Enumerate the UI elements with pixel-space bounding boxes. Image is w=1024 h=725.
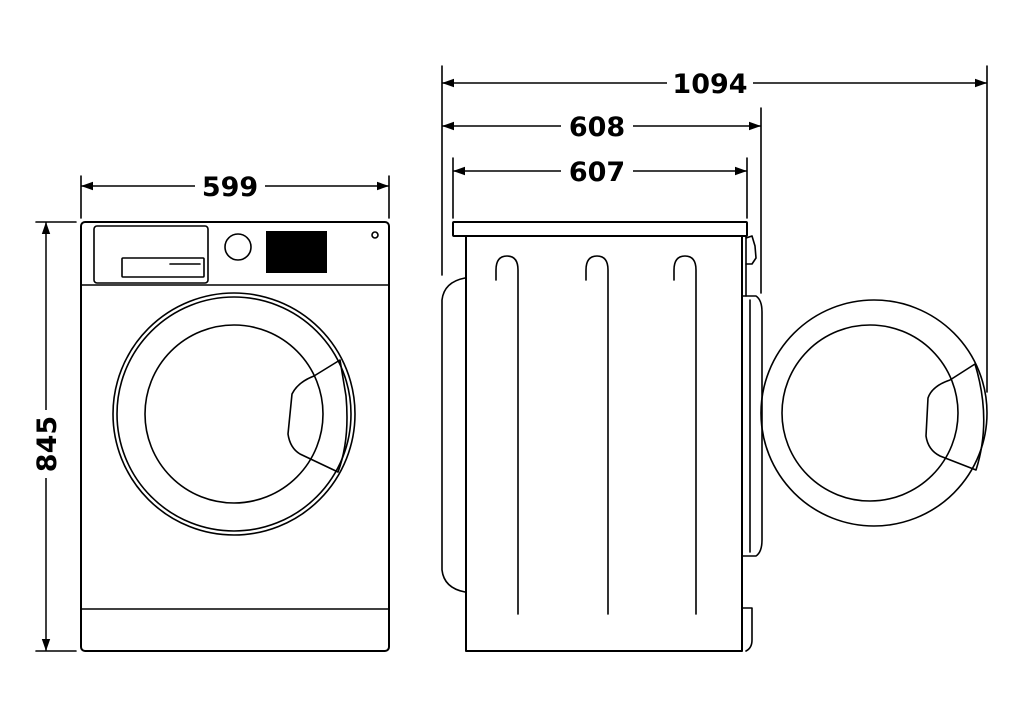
open-door-glass [781,324,959,502]
open-door-view [760,299,988,527]
dim-label-height: 845 [32,416,63,472]
program-knob [224,233,252,261]
knob-profile [745,235,757,265]
open-door-outer [760,299,988,527]
detergent-drawer-handle [121,257,205,278]
front-cabinet [80,221,390,652]
rear-cover [441,277,466,593]
door-bezel [116,296,352,532]
detergent-drawer [93,225,209,284]
door-outer-ring [112,292,356,536]
dimension-labels: 599 845 1094 608 607 [32,69,748,472]
dim-label-depth-door-open: 1094 [672,69,747,100]
power-button [371,231,379,239]
side-rib-2 [585,255,609,615]
door-glass [144,324,324,504]
door-handle [287,359,348,473]
front-lower-profile [741,607,753,652]
door-side-profile [741,295,763,557]
dim-label-depth-total: 608 [569,112,625,143]
dim-label-depth-body: 607 [569,157,625,188]
dim-label-front-width: 599 [202,172,258,203]
front-view [80,221,390,652]
top-panel [452,221,748,237]
extension-lines [35,65,988,652]
side-view [441,221,763,652]
display-screen [266,231,327,273]
side-cabinet [465,235,743,652]
side-rib-1 [495,255,519,615]
side-rib-3 [673,255,697,615]
open-door-handle [925,363,985,471]
dimension-lines [41,78,987,651]
